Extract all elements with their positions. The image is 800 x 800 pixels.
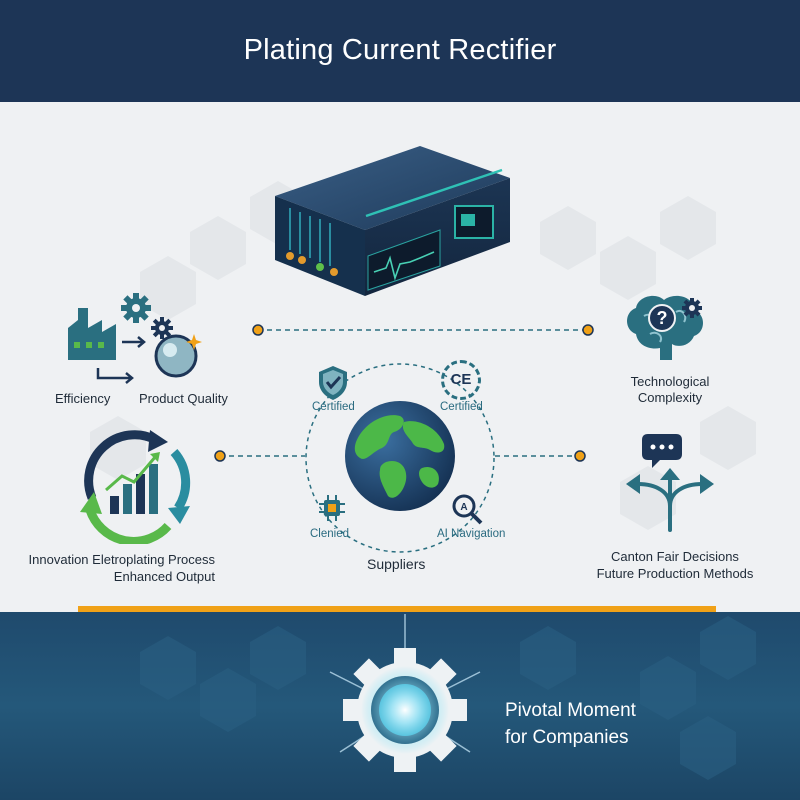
tech-label-line1: Technological bbox=[630, 374, 710, 389]
footer-line2: for Companies bbox=[505, 727, 629, 748]
glowing-gear-icon bbox=[329, 614, 481, 772]
svg-text:A: A bbox=[460, 502, 467, 513]
chip-icon bbox=[319, 495, 345, 521]
page-title: Plating Current Rectifier bbox=[243, 34, 557, 66]
product-quality-label: Product Quality bbox=[139, 391, 228, 406]
decision-arrows-icon bbox=[626, 434, 714, 532]
footer-line1: Pivotal Moment bbox=[505, 700, 636, 721]
rectifier-device-icon bbox=[275, 146, 510, 296]
footer-banner bbox=[0, 612, 800, 800]
innovation-label-line2: Enhanced Output bbox=[113, 569, 215, 584]
footer-hexagons bbox=[140, 616, 756, 780]
right-connector-line bbox=[495, 450, 586, 462]
certified-left-label: Certified bbox=[312, 401, 355, 413]
bottom-divider bbox=[78, 606, 716, 612]
top-connector-line bbox=[252, 324, 594, 336]
left-connector-line bbox=[214, 450, 305, 462]
canton-label-line2: Future Production Methods bbox=[596, 566, 754, 581]
tech-label-line2: Complexity bbox=[637, 390, 703, 405]
factory-gears-icon bbox=[68, 293, 202, 384]
suppliers-label: Suppliers bbox=[367, 556, 426, 572]
ai-navigation-label: AI Navigation bbox=[437, 528, 506, 540]
suppliers-ring bbox=[305, 363, 495, 553]
brain-question-icon: ? bbox=[627, 295, 703, 360]
efficiency-label: Efficiency bbox=[55, 391, 111, 406]
magnifier-icon: A bbox=[452, 494, 483, 525]
innovation-label-line1: Innovation Eletroplating Process bbox=[28, 552, 215, 567]
innovation-cycle-icon bbox=[80, 430, 191, 544]
pivotal-moment-text: Pivotal Moment for Companies bbox=[505, 697, 636, 751]
svg-text:?: ? bbox=[657, 308, 668, 328]
ce-seal-icon: CE bbox=[441, 360, 481, 400]
shield-check-icon bbox=[319, 366, 347, 400]
chip-label: Clenied bbox=[310, 528, 349, 540]
canton-label-line1: Canton Fair Decisions bbox=[611, 549, 739, 564]
header-banner: Plating Current Rectifier bbox=[0, 0, 800, 102]
globe-icon bbox=[345, 401, 455, 511]
certified-right-label: Certified bbox=[440, 401, 483, 413]
ce-mark: CE bbox=[450, 371, 472, 388]
main-panel bbox=[0, 102, 800, 612]
